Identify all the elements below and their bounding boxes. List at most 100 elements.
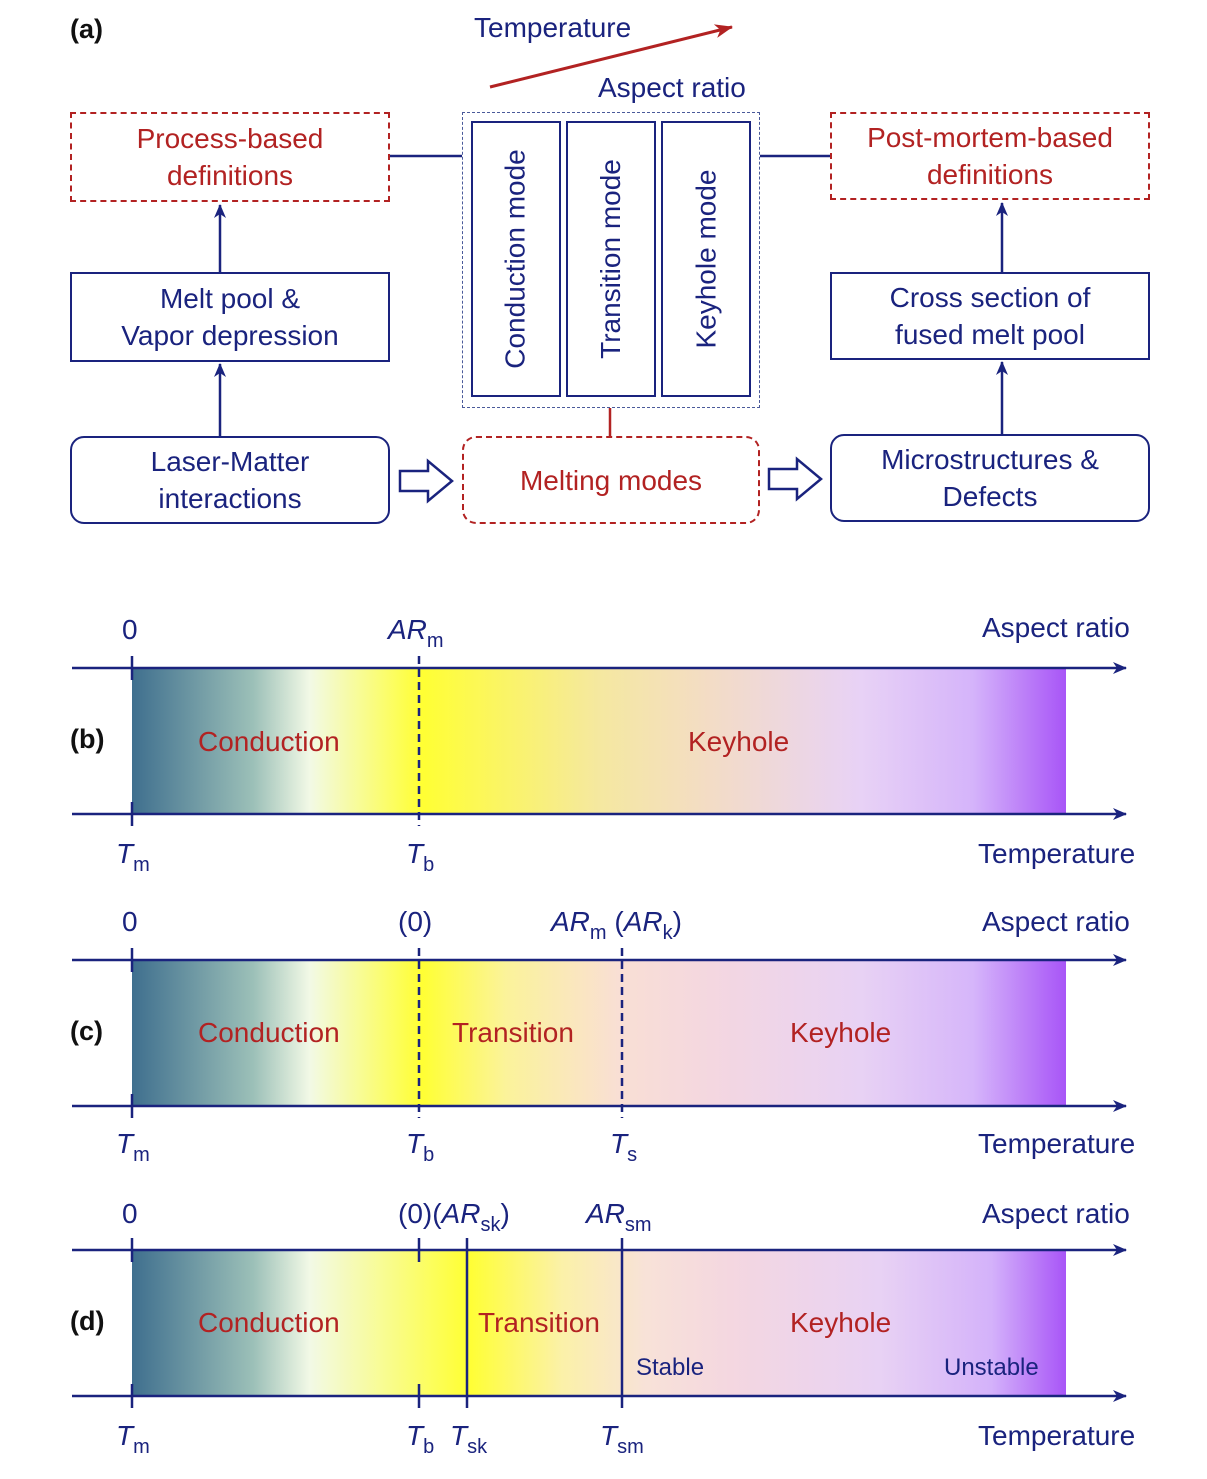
- conduction-mode-label: Conduction mode: [500, 149, 532, 369]
- b-tick-tm: Tm: [116, 838, 150, 876]
- c-tick-zero: 0: [122, 906, 138, 937]
- d-tsk-sub: sk: [467, 1436, 488, 1458]
- postmortem-definitions-box: Post-mortem-based definitions: [830, 112, 1150, 200]
- d-tb-main: T: [406, 1420, 424, 1451]
- gradient-bar-b: [132, 668, 1066, 814]
- keyhole-mode-box: Keyhole mode: [661, 121, 751, 397]
- d-arsk-sub: sk: [480, 1214, 501, 1236]
- aspect-ratio-group-label: Aspect ratio: [598, 72, 746, 103]
- laser-line-2: interactions: [158, 483, 302, 514]
- d-tick-zero: 0: [122, 1198, 138, 1229]
- c-tick-tm: Tm: [116, 1128, 150, 1166]
- b-tb-sub: b: [423, 854, 435, 876]
- b-temperature-axis-label: Temperature: [978, 838, 1136, 869]
- melting-modes-box: Melting modes: [462, 436, 760, 524]
- c-transition-label: Transition: [452, 1017, 574, 1048]
- panel-a-label: (a): [70, 14, 103, 44]
- d-arsk-main: AR: [441, 1198, 481, 1229]
- c-arm-sub: m: [589, 922, 607, 944]
- c-tick-tb: Tb: [406, 1128, 434, 1166]
- b-keyhole-label: Keyhole: [688, 726, 790, 757]
- microstructures-box: Microstructures & Defects: [830, 434, 1150, 522]
- c-ark-main: AR: [623, 906, 663, 937]
- b-tick-zero: 0: [122, 614, 138, 645]
- transition-mode-label: Transition mode: [595, 159, 626, 359]
- c-tick-arm-ark: ARm (ARk): [551, 906, 682, 944]
- micro-line-2: Defects: [942, 481, 1038, 512]
- modes-to-micro-block-arrow: [767, 456, 823, 502]
- b-arm-sub: m: [426, 630, 444, 652]
- d-arsm-sub: sm: [624, 1214, 652, 1236]
- d-conduction-label: Conduction: [198, 1307, 340, 1338]
- d-tick-zero-arsk: (0)(ARsk): [398, 1198, 510, 1236]
- aspect-ratio-mode-group: [462, 112, 760, 408]
- process-line-2: definitions: [166, 160, 294, 191]
- d-tick-tsk: Tsk: [450, 1420, 487, 1458]
- d-tm-main: T: [116, 1420, 134, 1451]
- conduction-mode-box: Conduction mode: [471, 121, 561, 397]
- c-tick-ts: Ts: [610, 1128, 637, 1166]
- laser-to-modes-block-arrow: [398, 458, 454, 504]
- laser-matter-box: Laser-Matter interactions: [70, 436, 390, 524]
- c-temperature-axis-label: Temperature: [978, 1128, 1136, 1159]
- temperature-trend-arrow: [489, 24, 733, 89]
- d-tm-sub: m: [133, 1436, 150, 1458]
- d-transition-label: Transition: [478, 1307, 600, 1338]
- d-tick-arsm: ARsm: [586, 1198, 652, 1236]
- c-ark-sub: k: [662, 922, 673, 944]
- b-tick-tb: Tb: [406, 838, 434, 876]
- c-ark-open: (: [606, 906, 624, 937]
- c-ark-close: ): [672, 906, 682, 937]
- c-arm-main: AR: [551, 906, 590, 937]
- panel-b-label: (b): [70, 724, 105, 754]
- cross-section-line-1: Cross section of: [889, 282, 1091, 313]
- d-tick-tb: Tb: [406, 1420, 434, 1458]
- d-unstable-label: Unstable: [944, 1354, 1039, 1381]
- d-tsk-main: T: [450, 1420, 468, 1451]
- b-tb-main: T: [406, 838, 424, 869]
- panel-c-label: (c): [70, 1016, 103, 1046]
- melting-modes-label: Melting modes: [519, 464, 703, 496]
- melt-pool-line-2: Vapor depression: [121, 320, 339, 351]
- b-aspect-axis-label: Aspect ratio: [982, 612, 1130, 643]
- melt-pool-line-1: Melt pool &: [159, 283, 301, 314]
- b-conduction-label: Conduction: [198, 726, 340, 757]
- c-tb-main: T: [406, 1128, 424, 1159]
- d-arsk-close: ): [500, 1198, 510, 1229]
- c-conduction-label: Conduction: [198, 1017, 340, 1048]
- c-tm-main: T: [116, 1128, 134, 1159]
- d-tb-sub: b: [423, 1436, 435, 1458]
- transition-mode-box: Transition mode: [566, 121, 656, 397]
- postmortem-line-1: Post-mortem-based: [867, 122, 1113, 153]
- gradient-bar-d: [132, 1250, 1066, 1396]
- micro-line-1: Microstructures &: [881, 444, 1099, 475]
- c-ts-sub: s: [627, 1144, 638, 1166]
- keyhole-mode-label: Keyhole mode: [690, 169, 722, 349]
- d-stable-label: Stable: [636, 1354, 705, 1381]
- d-tick-tm: Tm: [116, 1420, 150, 1458]
- c-keyhole-label: Keyhole: [790, 1017, 892, 1048]
- b-arm-main: AR: [388, 614, 427, 645]
- panel-d-label: (d): [70, 1306, 105, 1336]
- d-tsm-sub: sm: [617, 1436, 644, 1458]
- d-arsm-main: AR: [586, 1198, 625, 1229]
- process-line-1: Process-based: [136, 123, 324, 154]
- c-tm-sub: m: [133, 1144, 150, 1166]
- b-tm-sub: m: [133, 854, 150, 876]
- c-tb-sub: b: [423, 1144, 435, 1166]
- c-ts-main: T: [610, 1128, 628, 1159]
- melt-pool-box: Melt pool & Vapor depression: [70, 272, 390, 362]
- c-aspect-axis-label: Aspect ratio: [982, 906, 1130, 937]
- b-tick-arm: ARm: [388, 614, 444, 652]
- c-tick-paren-zero: (0): [398, 906, 433, 937]
- d-aspect-axis-label: Aspect ratio: [982, 1198, 1130, 1229]
- d-paren-zero: (0)(: [398, 1198, 442, 1229]
- postmortem-line-2: definitions: [926, 159, 1054, 190]
- temperature-arrow-label: Temperature: [474, 12, 632, 43]
- gradient-bar-c: [132, 960, 1066, 1106]
- b-tm-main: T: [116, 838, 134, 869]
- process-based-definitions-box: Process-based definitions: [70, 112, 390, 202]
- d-tick-tsm: Tsm: [600, 1420, 644, 1458]
